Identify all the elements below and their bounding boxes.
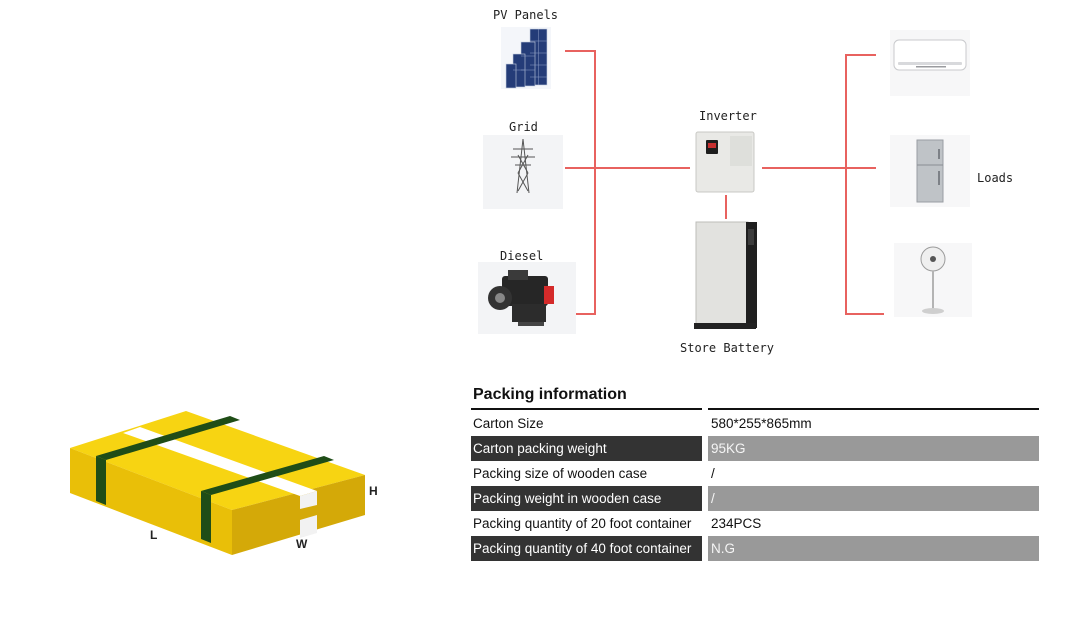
power-tower-icon [483, 135, 563, 209]
inverter-label: Inverter [699, 109, 757, 123]
packing-value: 234PCS [711, 516, 762, 531]
wire-inverter-battery [725, 195, 727, 219]
packing-value: N.G [708, 536, 1039, 561]
packing-value: 580*255*865mm [711, 416, 812, 431]
diesel-label: Diesel [500, 249, 544, 263]
wire-left-bus [594, 50, 596, 314]
packing-row: Packing quantity of 20 foot container 23… [471, 511, 1039, 536]
wire-right-bus [845, 54, 847, 315]
air-conditioner-icon [890, 30, 970, 96]
packing-label: Packing weight in wooden case [471, 486, 702, 511]
packing-rule-right [708, 408, 1039, 410]
wire-ac [845, 54, 876, 56]
packing-label: Carton packing weight [471, 436, 702, 461]
packing-rule-left [471, 408, 702, 410]
dimension-l-label: L [150, 528, 158, 542]
dimension-h-label: H [369, 484, 378, 498]
battery-cabinet-icon [694, 221, 757, 329]
store-battery-label: Store Battery [680, 341, 774, 355]
pv-panels-label: PV Panels [493, 8, 559, 22]
packing-row: Packing weight in wooden case / [471, 486, 1039, 511]
carton-box-graphic [70, 411, 365, 555]
diesel-generator-icon [478, 262, 576, 334]
wire-inverter-to-loads [762, 167, 876, 169]
wire-pv [565, 50, 595, 52]
packing-row: Carton packing weight 95KG [471, 436, 1039, 461]
solar-panels-icon [501, 27, 551, 89]
packing-row: Carton Size 580*255*865mm [471, 411, 1039, 436]
packing-value: 95KG [708, 436, 1039, 461]
wire-grid-to-inverter [565, 167, 690, 169]
inverter-icon [695, 131, 755, 193]
packing-row: Packing quantity of 40 foot container N.… [471, 536, 1039, 561]
packing-value: / [708, 486, 1039, 511]
dimension-w-label: W [296, 537, 308, 551]
wire-diesel [565, 313, 596, 315]
wire-fan [845, 313, 884, 315]
packing-value: / [711, 466, 715, 481]
packing-label: Packing quantity of 20 foot container [473, 516, 692, 531]
packing-label: Carton Size [473, 416, 544, 431]
loads-label: Loads [977, 171, 1014, 185]
packing-title: Packing information [473, 386, 627, 403]
packing-label: Packing size of wooden case [473, 466, 648, 481]
grid-label: Grid [509, 120, 538, 134]
packing-row: Packing size of wooden case / [471, 461, 1039, 486]
refrigerator-icon [890, 135, 970, 207]
packing-label: Packing quantity of 40 foot container [471, 536, 702, 561]
electric-fan-icon [894, 243, 972, 317]
